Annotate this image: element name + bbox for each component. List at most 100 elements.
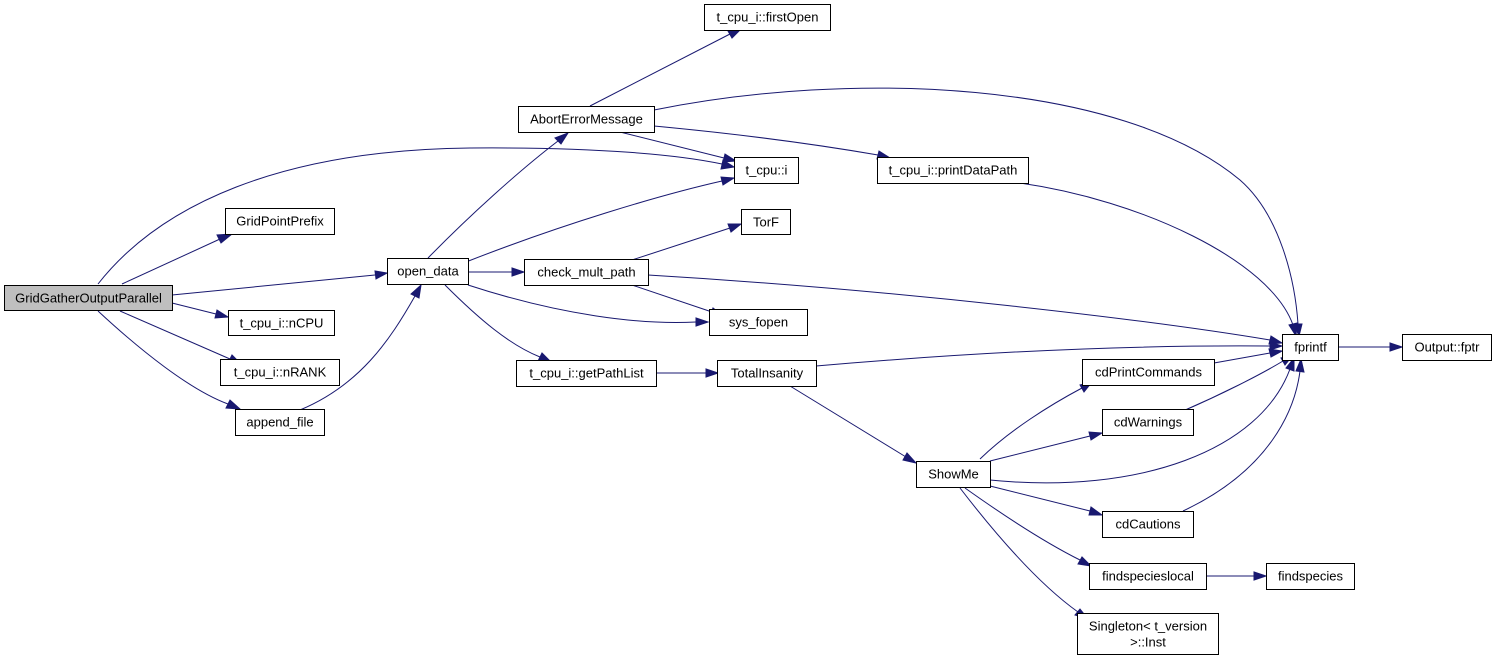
node-singleton-t-version-inst[interactable]: Singleton< t_version >::Inst bbox=[1077, 613, 1219, 655]
edge-aborterrormessage-to-tcpu-i bbox=[619, 131, 725, 159]
edge-root-to-tcpu-i bbox=[97, 147, 723, 285]
node-label-line2: >::Inst bbox=[1130, 635, 1166, 650]
node-label: t_cpu_i::nRANK bbox=[234, 365, 327, 380]
edge-check-mult-path-to-torf bbox=[631, 227, 731, 261]
node-label: check_mult_path bbox=[537, 265, 635, 280]
node-label: sys_fopen bbox=[729, 315, 788, 330]
node-label: append_file bbox=[246, 415, 313, 430]
node-label: cdPrintCommands bbox=[1095, 365, 1202, 380]
edge-showme-to-cdprintcommands bbox=[979, 387, 1083, 460]
node-label-line1: Singleton< t_version bbox=[1089, 619, 1207, 634]
node-label: t_cpu::i bbox=[746, 163, 788, 178]
arrowhead bbox=[214, 309, 230, 319]
arrowhead bbox=[1268, 348, 1284, 358]
node-t-cpu-i[interactable]: t_cpu::i bbox=[734, 157, 799, 184]
edge-cdcautions-to-fprintf bbox=[1182, 370, 1301, 512]
node-append-file[interactable]: append_file bbox=[235, 409, 325, 436]
arrowhead bbox=[902, 452, 918, 464]
arrowhead bbox=[511, 267, 526, 277]
node-t-cpu-i-firstopen[interactable]: t_cpu_i::firstOpen bbox=[704, 4, 831, 31]
node-torf[interactable]: TorF bbox=[741, 209, 791, 235]
edge-totalinsanity-to-fprintf bbox=[815, 345, 1271, 367]
arrowhead bbox=[720, 176, 736, 186]
arrowhead bbox=[1295, 357, 1305, 373]
node-label: t_cpu_i::firstOpen bbox=[717, 10, 819, 25]
node-label: fprintf bbox=[1294, 340, 1327, 355]
node-output-fptr[interactable]: Output::fptr bbox=[1402, 334, 1492, 361]
edge-showme-to-singleton bbox=[959, 487, 1079, 613]
node-totalinsanity[interactable]: TotalInsanity bbox=[717, 360, 817, 387]
edge-root-to-ncpu bbox=[171, 302, 217, 315]
edge-printdatapath-to-fprintf bbox=[1019, 182, 1294, 326]
node-label: GridPointPrefix bbox=[236, 214, 324, 229]
node-findspecies[interactable]: findspecies bbox=[1266, 563, 1355, 590]
edge-root-to-append-file bbox=[97, 310, 229, 405]
node-label: findspecies bbox=[1278, 569, 1344, 584]
node-label: t_cpu_i::printDataPath bbox=[889, 163, 1018, 178]
arrowhead bbox=[695, 317, 710, 327]
arrowhead bbox=[1288, 322, 1298, 338]
edge-check-mult-path-to-sys-fopen bbox=[631, 284, 713, 313]
edge-aborterrormessage-to-firstopen bbox=[589, 33, 731, 107]
edge-showme-to-fprintf bbox=[989, 368, 1291, 484]
node-t-cpu-i-ncpu[interactable]: t_cpu_i::nCPU bbox=[228, 310, 335, 336]
edge-cdwarnings-to-fprintf bbox=[1182, 360, 1284, 412]
arrowhead bbox=[1088, 431, 1104, 441]
edge-showme-to-findspecieslocal bbox=[964, 487, 1081, 561]
node-label: cdCautions bbox=[1115, 517, 1181, 532]
edge-open-data-to-tcpu-i bbox=[465, 180, 723, 263]
edge-aborterrormessage-to-printdatapath bbox=[653, 125, 879, 156]
edge-aborterrormessage-to-fprintf bbox=[653, 87, 1299, 325]
node-fprintf[interactable]: fprintf bbox=[1282, 334, 1339, 361]
node-t-cpu-i-printdatapath[interactable]: t_cpu_i::printDataPath bbox=[877, 157, 1029, 184]
arrowhead bbox=[705, 368, 720, 378]
arrowhead bbox=[410, 283, 422, 299]
node-label: findspecieslocal bbox=[1102, 569, 1194, 584]
node-gridpointprefix[interactable]: GridPointPrefix bbox=[225, 208, 335, 235]
node-cdwarnings[interactable]: cdWarnings bbox=[1102, 409, 1194, 436]
edge-showme-to-cdwarnings bbox=[989, 435, 1091, 462]
node-cdcautions[interactable]: cdCautions bbox=[1102, 511, 1194, 538]
node-check-mult-path[interactable]: check_mult_path bbox=[524, 259, 649, 286]
edge-append-file-to-open-data bbox=[299, 295, 416, 411]
arrowhead bbox=[1088, 506, 1104, 516]
edge-cdprintcommands-to-fprintf bbox=[1213, 352, 1271, 364]
node-label: open_data bbox=[397, 264, 459, 279]
arrowhead bbox=[1285, 356, 1295, 372]
node-label: Output::fptr bbox=[1414, 340, 1480, 355]
edge-totalinsanity-to-showme bbox=[789, 385, 907, 458]
arrowhead bbox=[1253, 571, 1268, 581]
edge-root-to-nrank bbox=[119, 310, 231, 360]
node-label: cdWarnings bbox=[1114, 415, 1183, 430]
edge-root-to-gridpointprefix bbox=[121, 238, 221, 285]
edge-open-data-to-sys-fopen bbox=[467, 284, 697, 324]
edge-showme-to-cdcautions bbox=[989, 485, 1091, 512]
node-label: TotalInsanity bbox=[731, 366, 804, 381]
edge-root-to-open-data bbox=[171, 274, 376, 296]
arrowhead bbox=[722, 153, 738, 163]
edge-check-mult-path-to-fprintf bbox=[647, 274, 1271, 341]
nodes: GridGatherOutputParallel GridPointPrefix… bbox=[4, 4, 1492, 655]
node-cdprintcommands[interactable]: cdPrintCommands bbox=[1082, 359, 1215, 386]
node-gridgatheroutputparallel[interactable]: GridGatherOutputParallel bbox=[4, 285, 173, 311]
node-sys-fopen[interactable]: sys_fopen bbox=[709, 309, 808, 336]
node-t-cpu-i-getpathlist[interactable]: t_cpu_i::getPathList bbox=[516, 360, 657, 387]
node-label: t_cpu_i::getPathList bbox=[529, 366, 644, 381]
arrowhead bbox=[1269, 341, 1284, 351]
arrowhead bbox=[225, 399, 242, 410]
arrowhead bbox=[374, 270, 389, 280]
edge-open-data-to-getpathlist bbox=[444, 284, 541, 358]
edge-open-data-to-aborterrormessage bbox=[427, 140, 559, 259]
arrowhead bbox=[554, 131, 570, 145]
node-label: AbortErrorMessage bbox=[530, 112, 643, 127]
node-label: TorF bbox=[753, 215, 779, 230]
node-t-cpu-i-nrank[interactable]: t_cpu_i::nRANK bbox=[220, 359, 340, 386]
node-aborterrormessage[interactable]: AbortErrorMessage bbox=[518, 106, 655, 133]
node-findspecieslocal[interactable]: findspecieslocal bbox=[1089, 563, 1207, 590]
node-showme[interactable]: ShowMe bbox=[916, 461, 991, 488]
arrowhead bbox=[727, 223, 743, 233]
node-label: GridGatherOutputParallel bbox=[15, 291, 162, 306]
node-open-data[interactable]: open_data bbox=[387, 258, 469, 285]
arrowhead bbox=[1389, 342, 1404, 352]
